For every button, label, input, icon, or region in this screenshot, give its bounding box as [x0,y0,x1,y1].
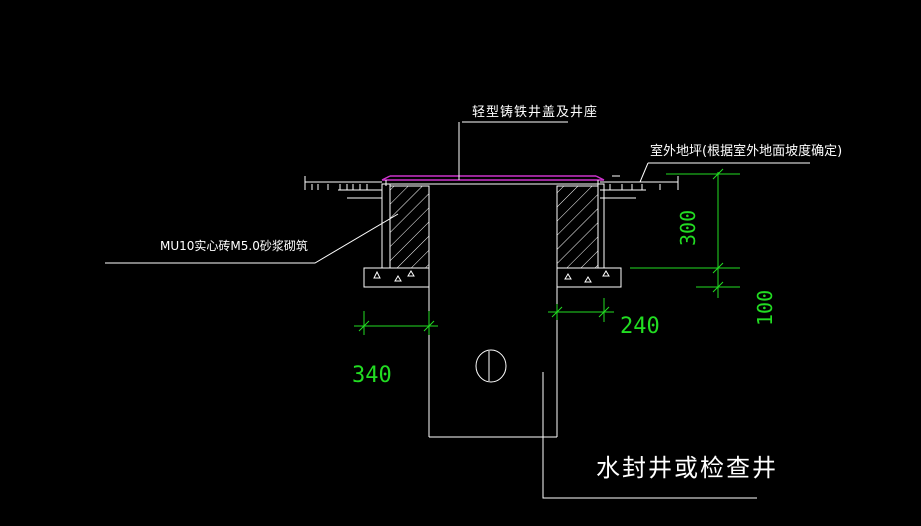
well-chamber [428,186,558,438]
dim-wall-height: 300 [676,210,700,246]
pipe-opening [475,349,507,383]
left-brick-wall [381,183,430,269]
dim-wall-width: 340 [352,363,392,388]
dim-footing-width: 240 [620,314,660,339]
leader-lines [105,121,810,499]
ground-surface-left [304,176,382,199]
masonry-label: MU10实心砖M5.0砂浆砌筑 [160,238,308,253]
well-cover [381,175,605,181]
right-brick-wall [556,183,605,269]
left-footing [363,267,430,288]
ground-label: 室外地坪(根据室外地面坡度确定) [650,143,842,159]
cover-label: 轻型铸铁井盖及井座 [472,104,598,120]
dimension-lines [354,168,740,335]
cover-frame [382,180,604,186]
well-type-label: 水封井或检查井 [596,454,778,482]
dim-footing-height: 100 [753,290,777,326]
right-footing [556,267,622,288]
ground-surface-right [600,175,679,199]
